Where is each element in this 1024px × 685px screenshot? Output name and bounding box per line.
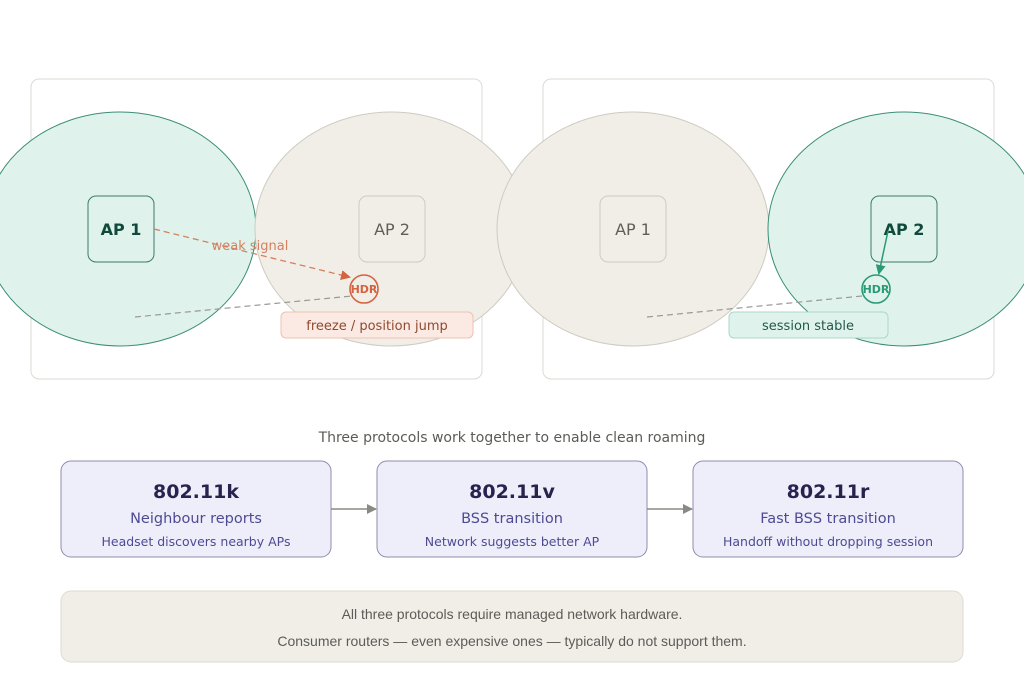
protocol-standard: 802.11r	[787, 481, 870, 503]
headset-icon	[349, 274, 379, 304]
note-box	[60, 590, 964, 663]
protocol-card-80211v: 802.11v BSS transition Network suggests …	[376, 460, 648, 558]
ap2-node	[870, 195, 938, 263]
ap2-node	[358, 195, 426, 263]
headset-label: HDR	[351, 283, 378, 296]
headset-icon	[861, 274, 891, 304]
headset-label: HDR	[863, 283, 890, 296]
scenario-panel-without-roaming: AP 1 AP 2 weak signal HDR freeze / posit…	[0, 78, 528, 380]
handoff-link	[875, 230, 889, 275]
protocol-description: Handoff without dropping session	[723, 534, 933, 549]
scenario-panel-with-roaming: AP 1 AP 2 HDR session stable	[496, 78, 1024, 380]
ap1-label: AP 1	[615, 220, 651, 239]
protocol-standard: 802.11k	[153, 481, 239, 503]
protocol-flow: 802.11k Neighbour reports Headset discov…	[60, 460, 964, 558]
outcome-badge-problem	[280, 311, 474, 339]
outcome-badge-success	[728, 311, 889, 339]
protocol-card-80211k: 802.11k Neighbour reports Headset discov…	[60, 460, 332, 558]
movement-path	[134, 295, 353, 318]
outcome-text: freeze / position jump	[306, 319, 448, 334]
movement-path	[646, 295, 863, 318]
ap2-label: AP 2	[884, 220, 925, 239]
protocol-name: Neighbour reports	[130, 511, 262, 527]
protocol-description: Network suggests better AP	[425, 534, 600, 549]
note-line-1: All three protocols require managed netw…	[342, 606, 683, 622]
note-line-2: Consumer routers — even expensive ones —…	[277, 633, 746, 649]
weak-signal-label: weak signal	[212, 239, 289, 254]
protocol-standard: 802.11v	[469, 481, 555, 503]
hardware-note: All three protocols require managed netw…	[60, 590, 964, 663]
ap1-label: AP 1	[101, 220, 142, 239]
weak-signal-link	[153, 228, 351, 280]
ap2-label: AP 2	[374, 220, 410, 239]
protocol-card-box	[692, 460, 964, 558]
protocol-name: Fast BSS transition	[760, 511, 896, 527]
protocol-card-80211r: 802.11r Fast BSS transition Handoff with…	[692, 460, 964, 558]
protocols-caption: Three protocols work together to enable …	[318, 430, 706, 446]
protocol-name: BSS transition	[461, 511, 563, 527]
protocol-description: Headset discovers nearby APs	[101, 534, 290, 549]
ap1-node	[599, 195, 667, 263]
outcome-text: session stable	[762, 319, 854, 334]
